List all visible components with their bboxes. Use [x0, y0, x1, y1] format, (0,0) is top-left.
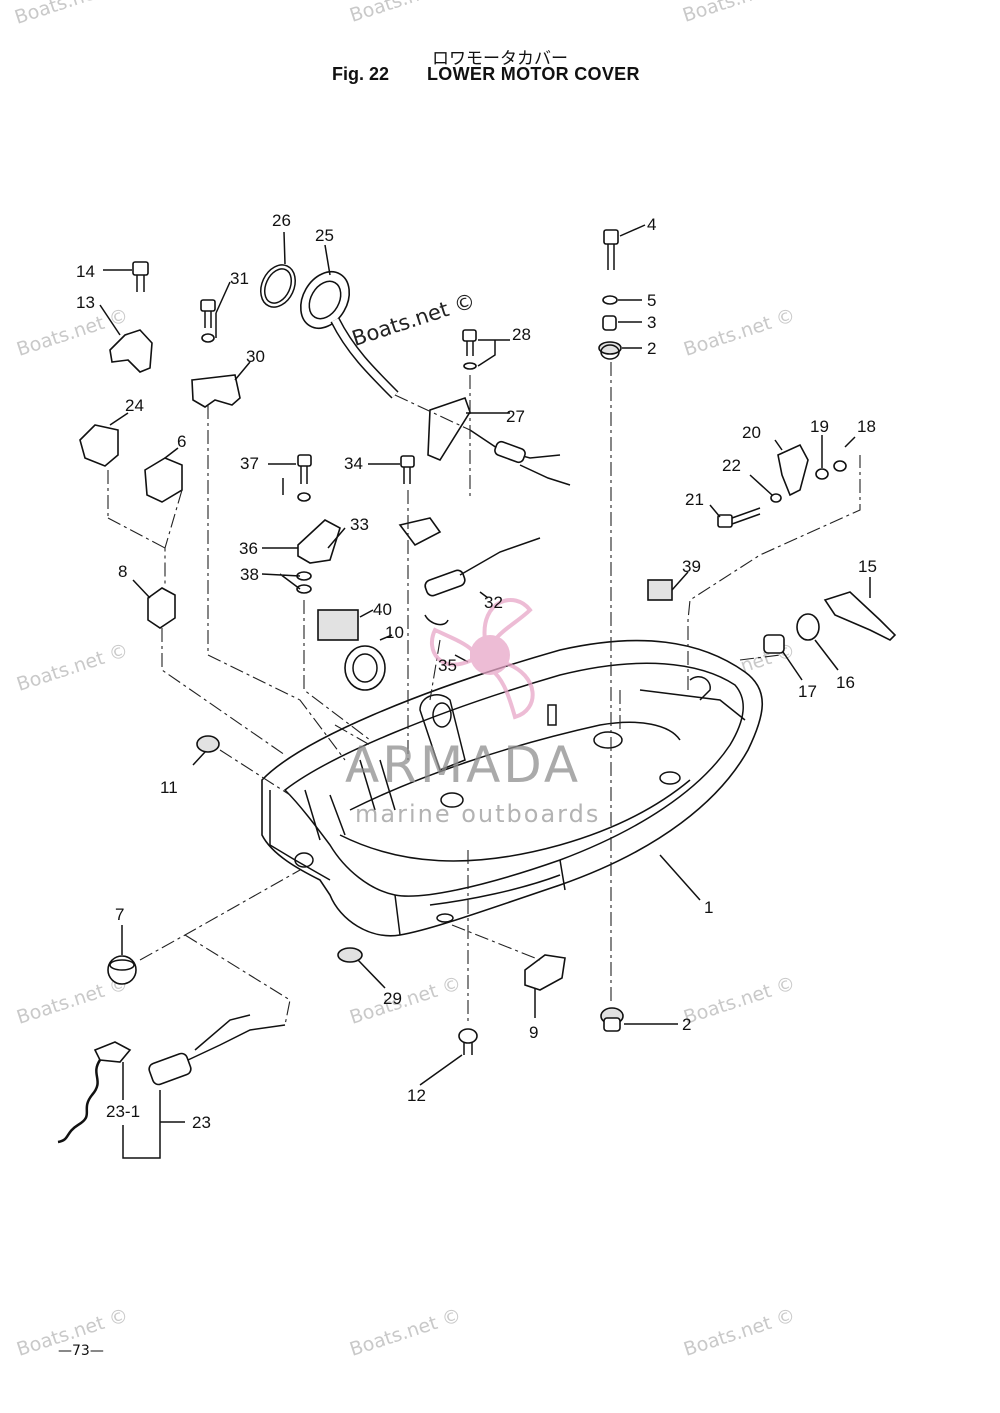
bracket-33: [297, 519, 341, 564]
lower-motor-cover-body: [261, 639, 764, 937]
lever-20: [777, 443, 809, 497]
callout-19: 19: [810, 417, 829, 436]
callout-10: 10: [385, 623, 404, 642]
collar-17: [763, 634, 785, 654]
screw-34: [400, 455, 415, 484]
plate-27: [427, 396, 471, 461]
callout-3: 3: [647, 313, 656, 332]
grommet-2-lower: [600, 1007, 624, 1032]
callout-9: 9: [529, 1023, 538, 1042]
figure-title: LOWER MOTOR COVER: [427, 64, 640, 84]
handle-15: [823, 591, 897, 641]
callout-34: 34: [344, 454, 363, 473]
callout-37: 37: [240, 454, 259, 473]
screw-28: [462, 329, 477, 370]
plug-11: [196, 735, 220, 753]
callout-33: 33: [350, 515, 369, 534]
callout-23: 23: [192, 1113, 211, 1132]
bolt-14: [132, 261, 149, 292]
callout-28: 28: [512, 325, 531, 344]
callout-12: 12: [407, 1086, 426, 1105]
clip-23-1: [93, 1041, 132, 1063]
callout-21: 21: [685, 490, 704, 509]
callout-14: 14: [76, 262, 95, 281]
callout-1: 1: [704, 898, 713, 917]
screw-37: [297, 454, 312, 502]
screw-12: [458, 1028, 478, 1055]
callout-11: 11: [160, 778, 178, 797]
callout-26: 26: [272, 211, 291, 230]
washer-16: [796, 613, 820, 641]
nut-19: [815, 468, 829, 480]
label-39: [647, 579, 673, 601]
callout-2: 2: [647, 339, 656, 358]
stop-switch-23: [148, 1014, 286, 1086]
callout-8: 8: [118, 562, 127, 581]
washer-5: [602, 295, 618, 305]
callout-labels: 1 2 2 3 4 5 6 7 8 9 10 11 12 13 14 15 16…: [76, 211, 877, 1132]
figure-number: Fig. 22: [332, 64, 390, 84]
o-ring-26: [260, 264, 296, 308]
callout-22: 22: [722, 456, 741, 475]
callout-40: 40: [373, 600, 392, 619]
grommet-2-upper: [598, 341, 622, 360]
callout-25: 25: [315, 226, 334, 245]
collar-3: [602, 315, 617, 331]
washer-22: [770, 493, 782, 503]
lanyard-cord: [57, 1059, 102, 1144]
callout-27: 27: [506, 407, 525, 426]
callout-4: 4: [647, 215, 656, 234]
callout-16: 16: [836, 673, 855, 692]
callout-6: 6: [177, 432, 186, 451]
washer-18: [833, 460, 847, 472]
bolt-21: [717, 507, 761, 528]
plug-32: [398, 517, 541, 626]
callout-23-1: 23-1: [106, 1102, 140, 1121]
callout-2: 2: [682, 1015, 691, 1034]
leader-lines: [99, 224, 871, 1159]
screw-31: [200, 299, 216, 343]
bolt-4: [603, 229, 619, 270]
grommet-10: [344, 645, 386, 691]
callout-18: 18: [857, 417, 876, 436]
callout-30: 30: [246, 347, 265, 366]
callout-17: 17: [798, 682, 817, 701]
page-number: —73—: [58, 1343, 104, 1359]
callout-7: 7: [115, 905, 124, 924]
callout-35: 35: [438, 656, 457, 675]
clip-24: [79, 424, 119, 467]
callout-36: 36: [239, 539, 258, 558]
clamp-30: [191, 374, 241, 408]
figure-title-japanese: ロワモータカバー: [432, 49, 568, 69]
assembly-lines: [107, 362, 861, 1026]
callout-31: 31: [230, 269, 249, 288]
plug-7: [107, 955, 137, 985]
callout-39: 39: [682, 557, 701, 576]
label-40: [317, 609, 359, 641]
brand-subtitle: marine outboards: [355, 800, 600, 828]
propeller-icon: [429, 598, 535, 720]
brand-name: ARMADA: [345, 736, 581, 794]
callout-38: 38: [240, 565, 259, 584]
cap-29: [337, 947, 363, 963]
armada-logo: ARMADA marine outboards: [345, 598, 600, 828]
callout-29: 29: [383, 989, 402, 1008]
callout-32: 32: [484, 593, 503, 612]
holder-6: [144, 457, 183, 503]
callout-24: 24: [125, 396, 144, 415]
callout-13: 13: [76, 293, 95, 312]
cable-grommet-25: [299, 270, 399, 399]
bracket-13: [109, 329, 153, 373]
callout-20: 20: [742, 423, 761, 442]
callout-15: 15: [858, 557, 877, 576]
cover-9: [524, 954, 566, 991]
holder-8: [147, 587, 176, 629]
callout-5: 5: [647, 291, 656, 310]
